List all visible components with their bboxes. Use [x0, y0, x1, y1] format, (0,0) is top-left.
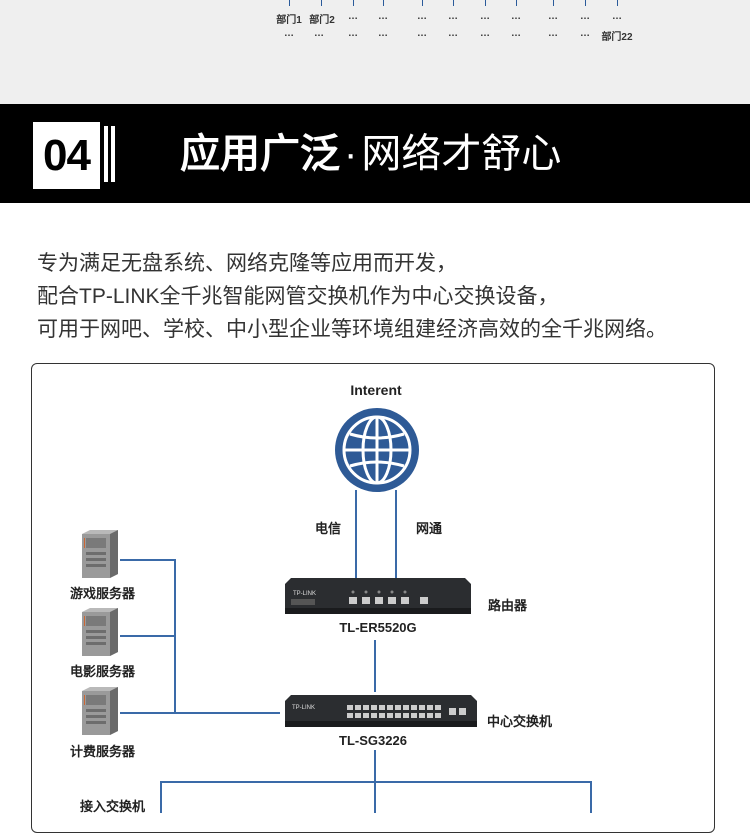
isp-right-label: 网通: [416, 521, 443, 536]
department-label: …: [417, 28, 427, 39]
globe-icon: [335, 408, 419, 492]
server-label: 计费服务器: [70, 744, 136, 759]
router-model: TL-ER5520G: [339, 620, 417, 635]
connector-line: [485, 0, 486, 6]
department-label: …: [378, 28, 388, 39]
switch-brand-text: TP-LINK: [292, 705, 315, 711]
department-label: …: [314, 28, 324, 39]
department-row-1: 部门1 部门2 … … … … … … … … …: [0, 11, 750, 26]
router-label: 路由器: [488, 598, 528, 613]
department-label: …: [580, 28, 590, 39]
switch-model: TL-SG3226: [339, 733, 407, 748]
connector-line: [321, 0, 322, 6]
department-label: …: [378, 11, 388, 22]
decorative-bar: [104, 126, 108, 182]
router-icon: TP-LINK: [285, 578, 471, 614]
server-icon: [82, 608, 118, 656]
connector-line: [585, 0, 586, 6]
server-line-3: [120, 712, 280, 714]
connector-line: [617, 0, 618, 6]
section-number: 04: [33, 122, 100, 189]
access-drop-right: [590, 781, 592, 813]
department-label: …: [348, 11, 358, 22]
switch-icon: TP-LINK: [285, 695, 477, 727]
description-line: 可用于网吧、学校、中小型企业等环境组建经济高效的全千兆网络。: [37, 318, 667, 341]
connector-line: [553, 0, 554, 6]
section-banner: 04 应用广泛·网络才舒心: [0, 104, 750, 203]
department-label: …: [511, 11, 521, 22]
server-bus-line: [174, 559, 176, 714]
description-line: 配合TP-LINK全千兆智能网管交换机作为中心交换设备，: [37, 285, 559, 308]
section-title: 应用广泛·网络才舒心: [180, 132, 561, 176]
connector-line: [353, 0, 354, 6]
department-label: …: [612, 11, 622, 22]
department-row-2: … … … … … … … … … … 部门22: [0, 28, 750, 43]
server-icon: [82, 530, 118, 578]
server-icon: [82, 687, 118, 735]
top-strip: 部门1 部门2 … … … … … … … … … … … … … … … … …: [0, 0, 750, 104]
access-bus-line: [160, 781, 592, 783]
department-label: …: [480, 11, 490, 22]
access-drop-left: [160, 781, 162, 813]
description: 专为满足无盘系统、网络克隆等应用而开发， 配合TP-LINK全千兆智能网管交换机…: [37, 247, 727, 346]
department-label: …: [548, 11, 558, 22]
title-bold: 应用广泛: [180, 132, 340, 176]
department-label: …: [348, 28, 358, 39]
description-line: 专为满足无盘系统、网络克隆等应用而开发，: [37, 252, 457, 275]
isp-right-line: [395, 490, 397, 578]
department-label: …: [511, 28, 521, 39]
department-label: …: [417, 11, 427, 22]
department-label: …: [580, 11, 590, 22]
connector-line: [383, 0, 384, 6]
switch-label: 中心交换机: [487, 714, 553, 729]
access-switch-label: 接入交换机: [80, 799, 146, 814]
internet-label: Interent: [350, 382, 402, 398]
isp-left-line: [355, 490, 357, 578]
department-label: 部门2: [309, 15, 335, 26]
connector-line: [289, 0, 290, 6]
server-label: 游戏服务器: [70, 586, 136, 601]
router-brand-text: TP-LINK: [293, 591, 316, 597]
connector-line: [422, 0, 423, 6]
department-label: …: [480, 28, 490, 39]
isp-left-label: 电信: [315, 521, 342, 536]
department-label: …: [448, 11, 458, 22]
router-switch-line: [374, 640, 376, 692]
title-light: 网络才舒心: [361, 132, 562, 176]
decorative-bar: [111, 126, 115, 182]
server-line-1: [120, 559, 175, 561]
server-line-2: [120, 635, 175, 637]
connector-line: [453, 0, 454, 6]
department-label: …: [548, 28, 558, 39]
department-label: 部门22: [601, 32, 633, 43]
department-label: …: [284, 28, 294, 39]
server-label: 电影服务器: [70, 664, 136, 679]
title-separator: ·: [344, 132, 358, 176]
department-label: …: [448, 28, 458, 39]
department-label: 部门1: [276, 15, 302, 26]
connector-line: [516, 0, 517, 6]
